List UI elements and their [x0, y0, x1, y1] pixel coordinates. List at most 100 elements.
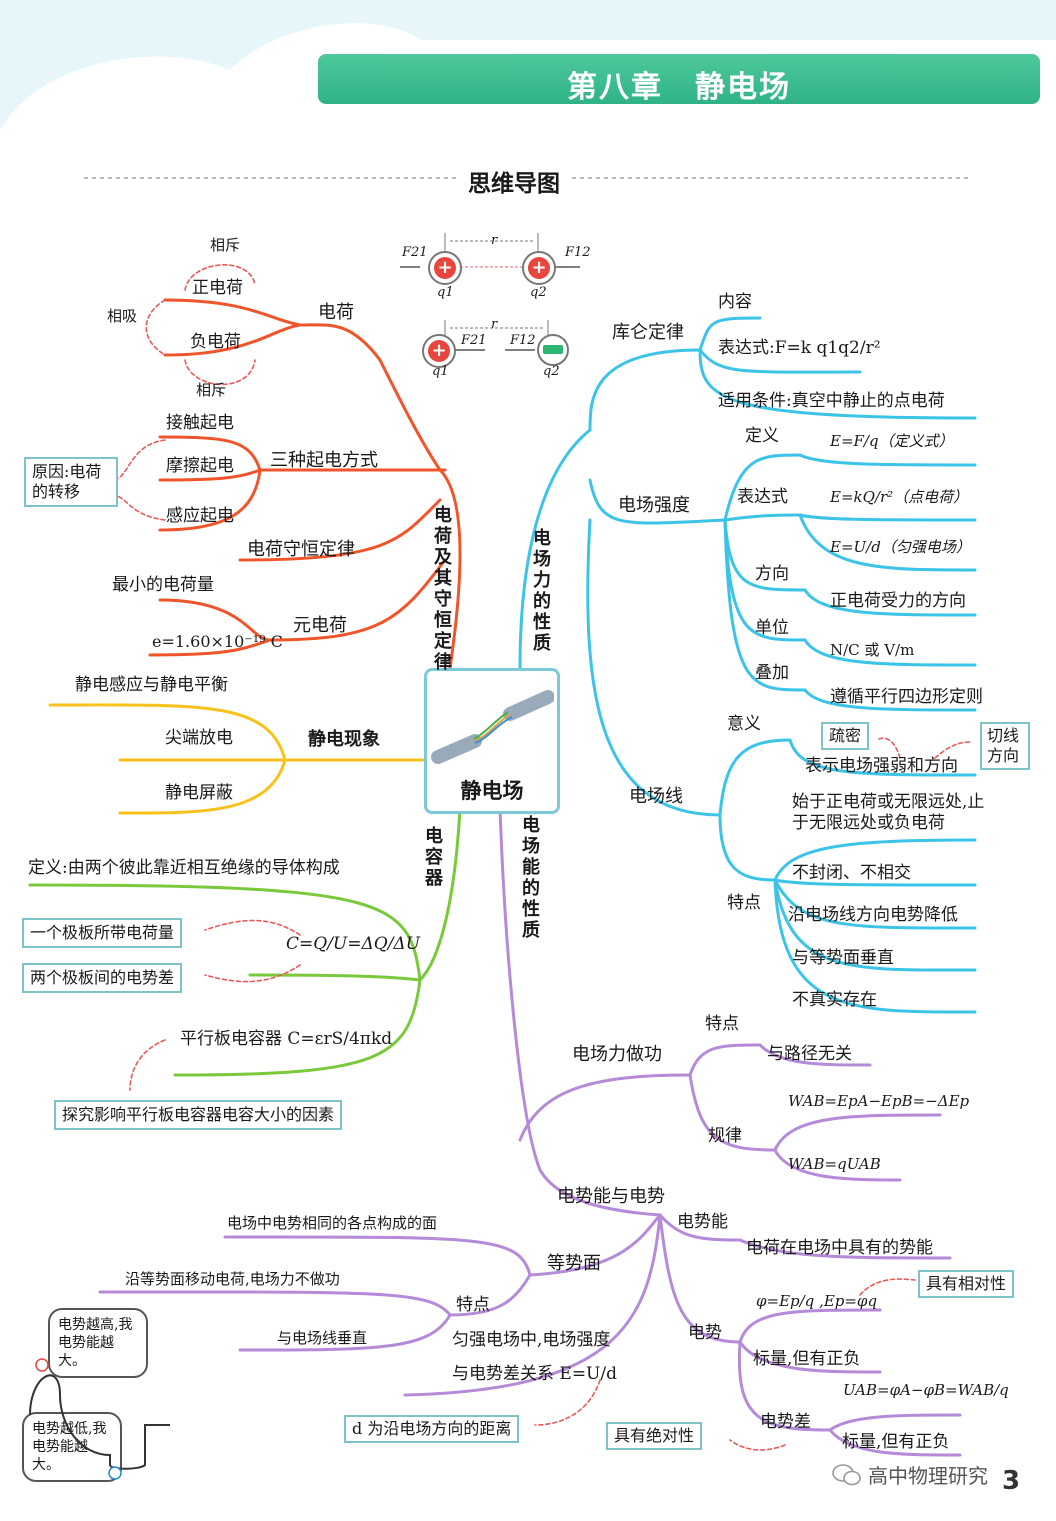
node-superposition-value: 遵循平行四边形定则 [830, 687, 983, 707]
node-superposition: 叠加 [755, 663, 789, 683]
coulomb-diagram [400, 233, 580, 366]
subtitle: 思维导图 [458, 164, 570, 198]
node-e-value: e=1.60×10⁻¹⁹ C [152, 632, 283, 651]
node-pe-def: 电荷在电场中具有的势能 [746, 1238, 933, 1258]
node-perpendicular: 与等势面垂直 [792, 948, 894, 968]
bubble-high-potential: 电势越高,我电势能越大。 [48, 1308, 148, 1378]
node-coulomb-cond: 适用条件:真空中静止的点电荷 [718, 391, 945, 411]
node-potential-energy: 电势能 [677, 1212, 728, 1232]
formula-definition: E=F/q（定义式） [830, 432, 954, 450]
label-r-bottom: r [491, 317, 498, 332]
node-scalar-potential: 标量,但有正负 [753, 1349, 861, 1369]
node-expression: 表达式 [737, 487, 788, 507]
label-f12-top: F12 [565, 245, 591, 260]
box-potential-diff: 两个极板间的电势差 [22, 963, 183, 993]
box-tangent: 切线方向 [980, 722, 1030, 770]
potential-curve-illustration [29, 1358, 170, 1480]
node-potential-drop: 沿电场线方向电势降低 [788, 905, 958, 925]
node-direction-value: 正电荷受力的方向 [830, 591, 966, 611]
center-node: 静电场 [424, 668, 560, 814]
formula-work-voltage: WAB=qUAB [788, 1155, 881, 1173]
node-no-work: 沿等势面移动电荷,电场力不做功 [125, 1270, 340, 1288]
node-direction: 方向 [755, 564, 789, 584]
node-feature: 特点 [727, 893, 761, 913]
node-positive-charge: 正电荷 [192, 278, 243, 298]
label-repel-top: 相斥 [210, 236, 241, 254]
watermark-text: 高中物理研究 [868, 1464, 988, 1488]
formula-work-energy: WAB=EpA−EpB=−ΔEp [788, 1092, 970, 1110]
formula-potential-difference: UAB=φA−φB=WAB/q [843, 1381, 1009, 1399]
node-potential-difference: 电势差 [760, 1412, 811, 1432]
node-not-real: 不真实存在 [792, 990, 877, 1010]
node-unit: 单位 [755, 618, 789, 638]
formula-uniform-field: E=U/d（匀强电场） [830, 538, 971, 556]
formula-potential: φ=Ep/q ,Ep=φq [756, 1292, 878, 1310]
node-contact: 接触起电 [166, 413, 234, 433]
label-q2-top: q2 [530, 285, 547, 300]
label-repel-bottom: 相斥 [196, 381, 227, 399]
cable-illustration [431, 690, 554, 764]
label-r-top: r [491, 233, 498, 248]
node-shielding: 静电屏蔽 [165, 783, 233, 803]
node-uniform-field-2: 与电势差关系 E=U/d [452, 1364, 617, 1384]
node-field-strength: 电场强度 [618, 495, 690, 516]
branch-charge-conservation: 电荷及其守恒定律 [434, 505, 452, 673]
node-conservation: 电荷守恒定律 [247, 539, 355, 560]
node-field-lines: 电场线 [629, 786, 683, 807]
label-q1-top: q1 [437, 285, 454, 300]
branch-capacitor: 电容器 [425, 826, 443, 889]
node-start-end: 始于正电荷或无限远处,止于无限远处或负电荷 [792, 792, 985, 833]
formula-point-charge: E=kQ/r²（点电荷） [830, 488, 969, 506]
box-plate-charge: 一个极板所带电荷量 [22, 918, 183, 948]
node-capacitor-def: 定义:由两个彼此靠近相互绝缘的导体构成 [28, 858, 340, 878]
branch-field-force: 电场力的性质 [533, 528, 551, 654]
charge-q1-top: + [428, 251, 462, 285]
node-uniform-field-1: 匀强电场中,电场强度 [452, 1330, 611, 1350]
node-electrify-methods: 三种起电方式 [270, 450, 378, 471]
page-number: 3 [1002, 1466, 1021, 1496]
branch-electrostatic: 静电现象 [308, 729, 380, 750]
charge-q2-top: + [522, 251, 556, 285]
node-scalar-difference: 标量,但有正负 [842, 1432, 950, 1452]
node-equipotential-def: 电场中电势相同的各点构成的面 [227, 1214, 438, 1232]
box-absolute: 具有绝对性 [606, 1422, 703, 1450]
chapter-title: 第八章 静电场 [567, 70, 791, 105]
node-perp-field: 与电场线垂直 [277, 1329, 368, 1347]
node-equipotential: 等势面 [547, 1253, 601, 1274]
header-wave [0, 0, 1056, 130]
node-induction: 感应起电 [166, 506, 234, 526]
node-work-feature: 特点 [705, 1014, 739, 1034]
node-not-closed: 不封闭、不相交 [792, 863, 911, 883]
wechat-icon [832, 1464, 861, 1486]
node-equipotential-feature: 特点 [456, 1295, 490, 1315]
node-negative-charge: 负电荷 [190, 332, 241, 352]
branch-field-energy: 电场能的性质 [522, 815, 540, 941]
center-label: 静电场 [460, 779, 524, 803]
label-f12-bottom: F12 [510, 333, 536, 348]
node-meaning-value: 表示电场强弱和方向 [805, 756, 958, 776]
box-relative: 具有相对性 [918, 1270, 1015, 1298]
node-coulomb-expr: 表达式:F=k q1q2/r² [718, 338, 881, 358]
box-explore-factors: 探究影响平行板电容器电容大小的因素 [54, 1100, 343, 1130]
label-q1-bottom: q1 [432, 364, 449, 379]
bubble-low-potential: 电势越低,我电势能越大。 [22, 1412, 122, 1482]
node-min-charge: 最小的电荷量 [112, 575, 214, 595]
node-potential-energy-and-potential: 电势能与电势 [557, 1186, 665, 1207]
node-meaning: 意义 [727, 714, 761, 734]
box-density: 疏密 [821, 722, 870, 750]
node-coulomb-law: 库仑定律 [612, 322, 684, 343]
box-reason: 原因:电荷的转移 [24, 457, 118, 507]
box-distance: d 为沿电场方向的距离 [344, 1415, 520, 1443]
label-f21-top: F21 [402, 245, 428, 260]
node-potential: 电势 [688, 1323, 722, 1343]
node-path-independent: 与路径无关 [767, 1044, 852, 1064]
node-definition: 定义 [745, 426, 779, 446]
node-point-discharge: 尖端放电 [165, 728, 233, 748]
node-parallel-plate: 平行板电容器 C=εrS/4πkd [180, 1029, 393, 1049]
label-f21-bottom: F21 [461, 333, 487, 348]
node-rule: 规律 [708, 1126, 742, 1146]
chapter-banner: 第八章 静电场 [318, 54, 1040, 105]
node-induction-balance: 静电感应与静电平衡 [75, 675, 228, 695]
